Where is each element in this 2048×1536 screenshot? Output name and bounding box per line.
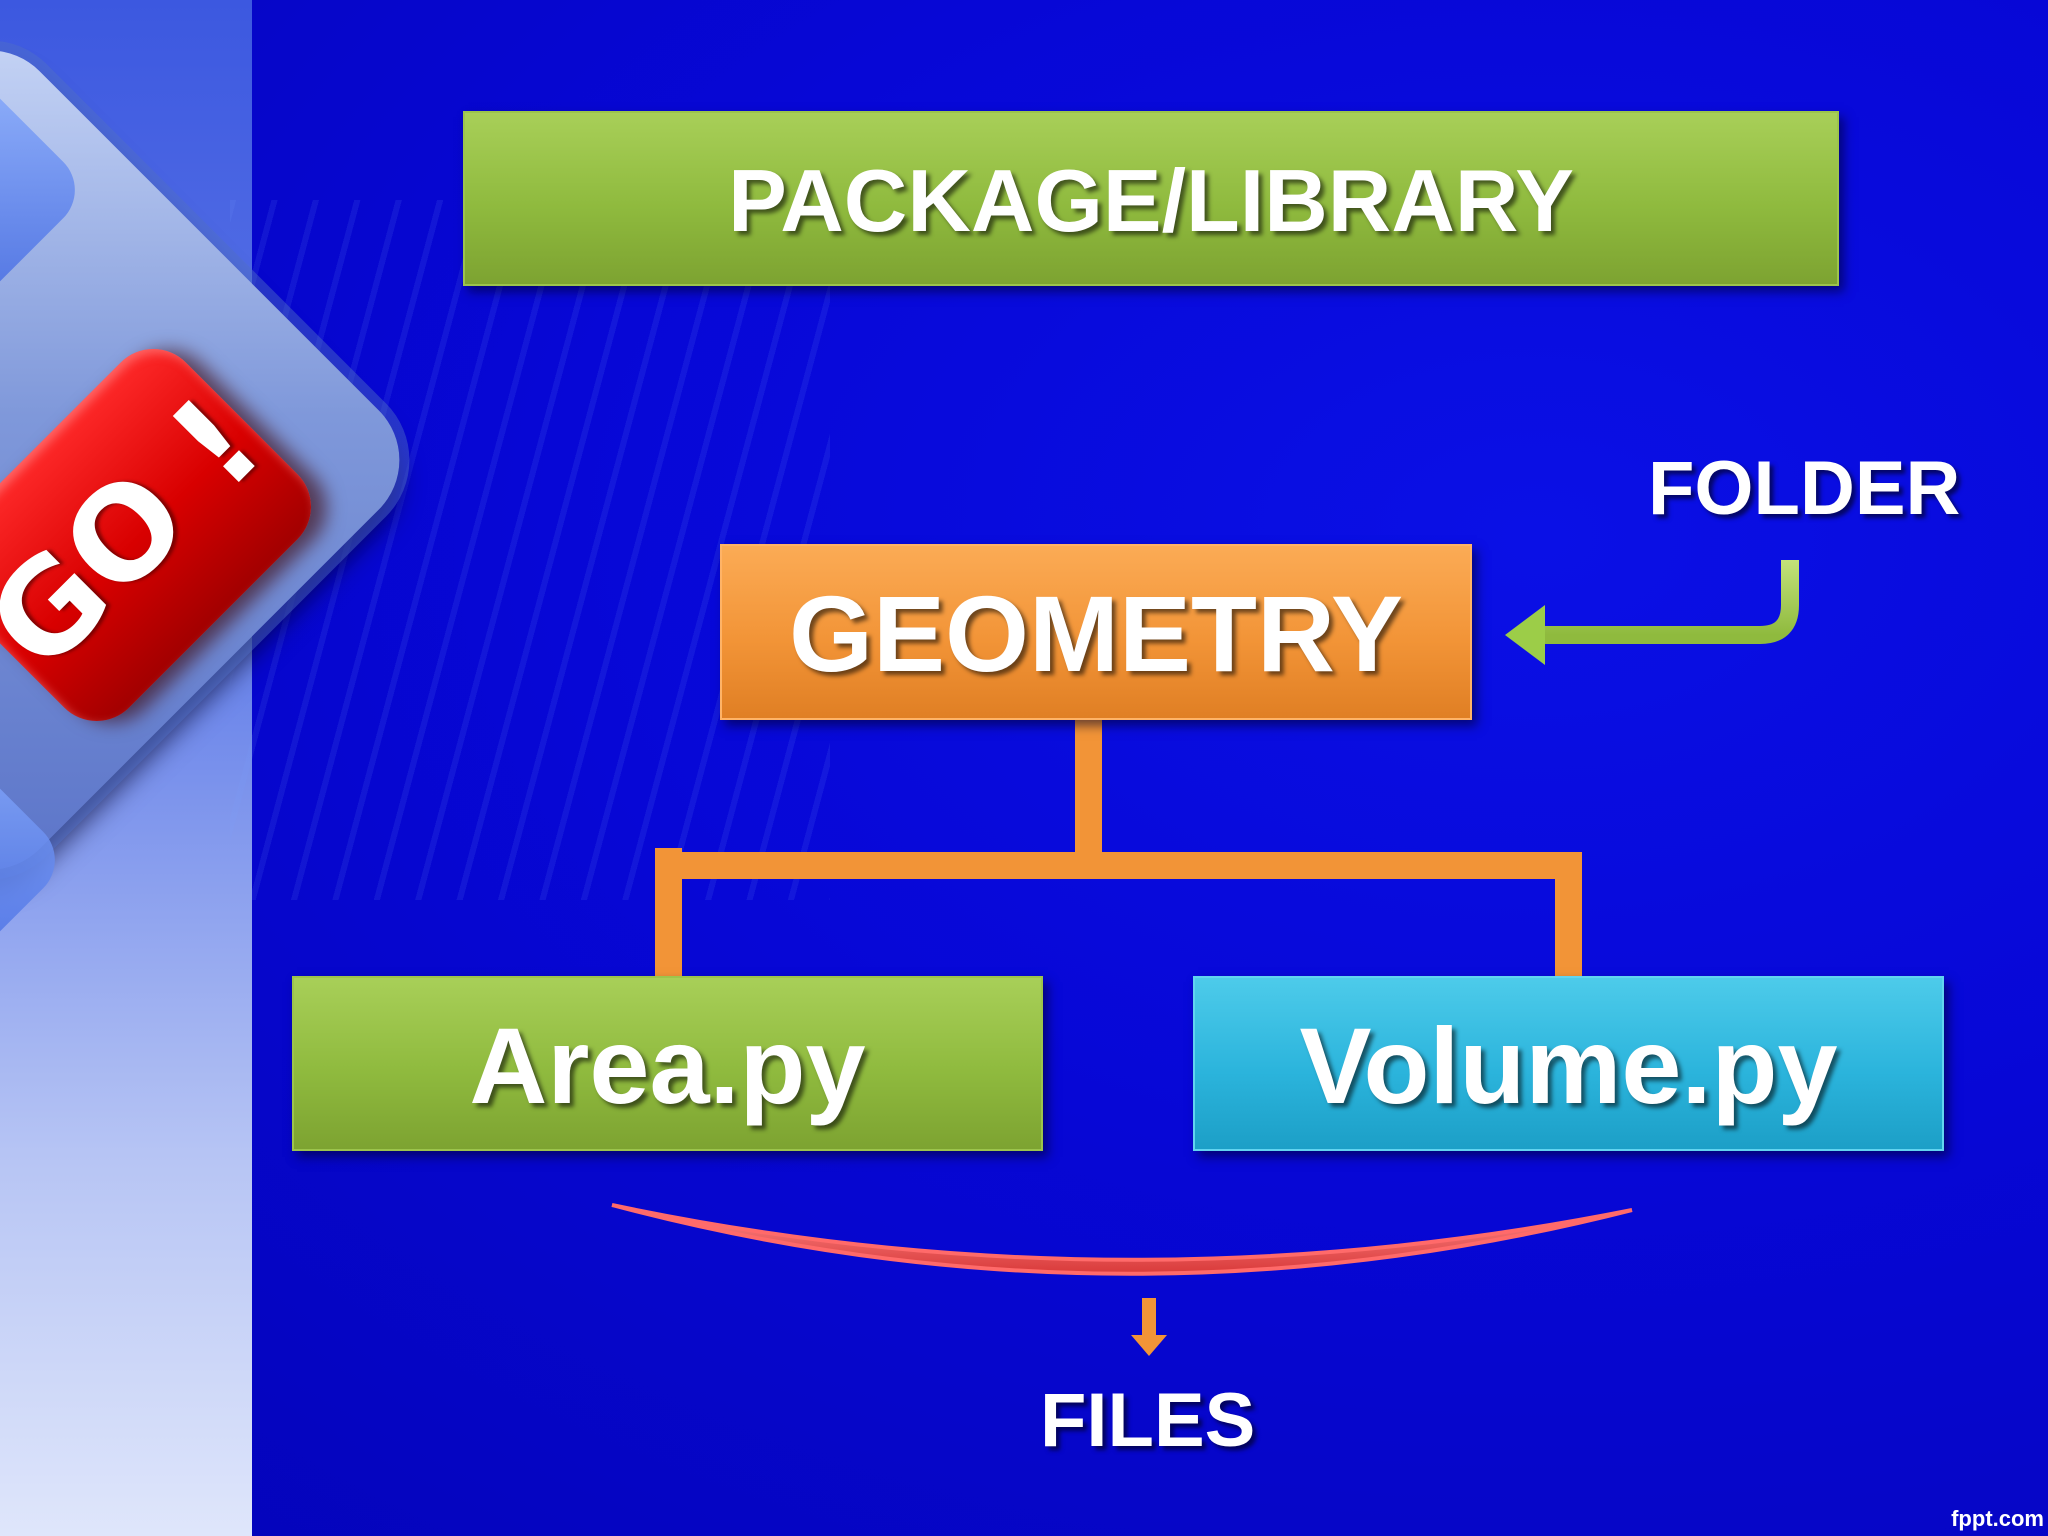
tree-connector [655,720,1582,980]
files-arrow-icon [1131,1298,1167,1356]
package-library-title: PACKAGE/LIBRARY [463,111,1839,286]
files-brace [611,1203,1633,1276]
volume-file-node: Volume.py [1193,976,1944,1151]
geometry-folder-node: GEOMETRY [720,544,1472,720]
area-file-node: Area.py [292,976,1043,1151]
folder-arrow-icon [1505,560,1799,665]
files-label: FILES [1040,1378,1256,1463]
watermark-text: fppt.com [1951,1506,2044,1531]
folder-label: FOLDER [1648,446,1961,531]
